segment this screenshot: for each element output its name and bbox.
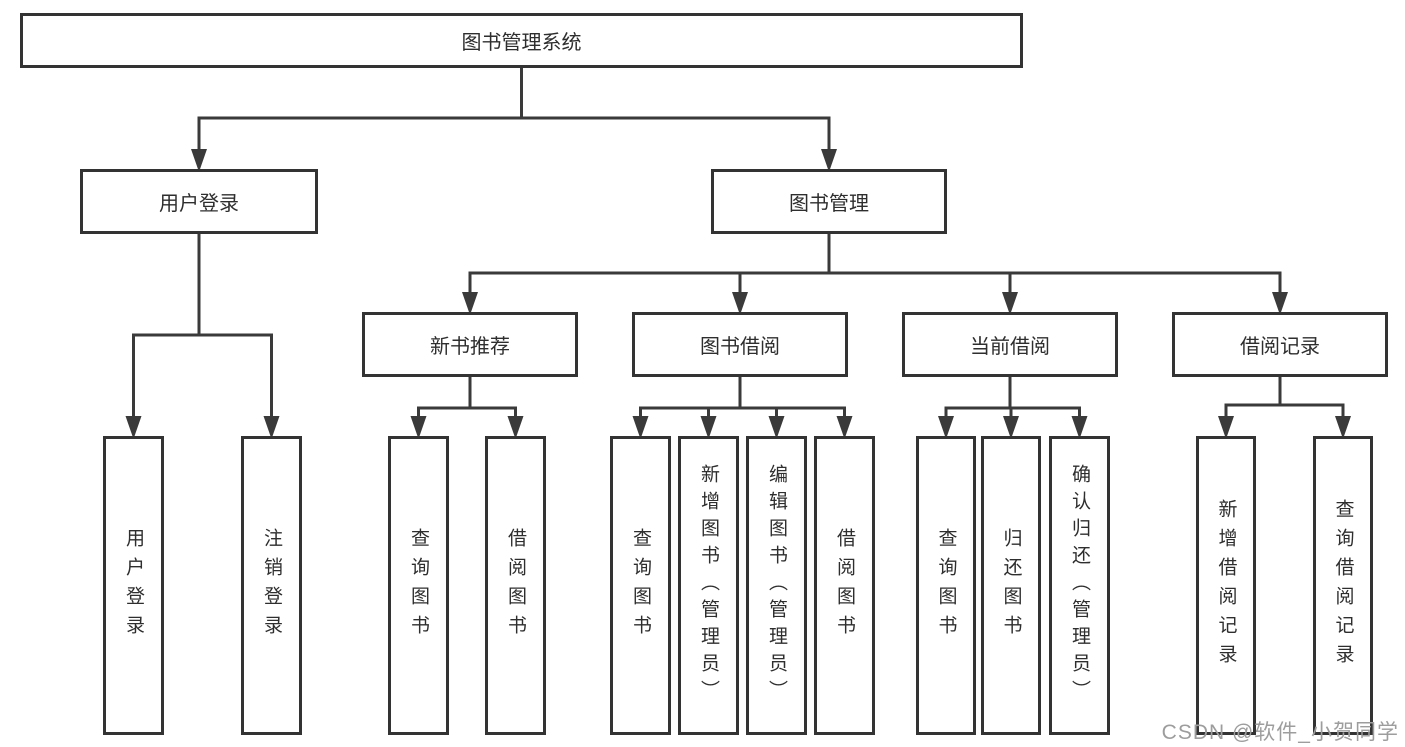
- arrowhead-icon: [732, 292, 748, 315]
- node-label-new-book-rec: 新书推荐: [430, 336, 510, 358]
- node-v-confirm-return: 确认归还（管理员）: [1049, 436, 1110, 735]
- node-label-v-user-login: 用户登录: [123, 527, 144, 644]
- node-v-query-book-3: 查询图书: [916, 436, 976, 735]
- arrowhead-icon: [836, 416, 853, 439]
- arrowhead-icon: [410, 416, 427, 439]
- node-new-book-rec: 新书推荐: [362, 312, 578, 377]
- node-label-v-query-book-3: 查询图书: [935, 527, 957, 644]
- arrowhead-icon: [263, 416, 280, 439]
- arrowhead-icon: [1071, 416, 1088, 439]
- node-current-borrow: 当前借阅: [902, 312, 1118, 377]
- node-v-borrow-book-2: 借阅图书: [814, 436, 875, 735]
- node-v-logout: 注销登录: [241, 436, 302, 735]
- node-label-book-mgmt: 图书管理: [789, 193, 869, 215]
- node-label-v-edit-book: 编辑图书（管理员）: [766, 464, 787, 707]
- arrowhead-icon: [1002, 292, 1018, 315]
- arrowhead-icon: [768, 416, 785, 439]
- node-label-v-borrow-book-2: 借阅图书: [834, 527, 855, 644]
- node-v-edit-book: 编辑图书（管理员）: [746, 436, 807, 735]
- arrowhead-icon: [1272, 292, 1288, 315]
- arrowhead-icon: [1335, 416, 1351, 439]
- node-label-current-borrow: 当前借阅: [970, 336, 1050, 358]
- node-v-return-book: 归还图书: [981, 436, 1041, 735]
- node-label-v-logout: 注销登录: [261, 527, 282, 644]
- node-label-book-borrow: 图书借阅: [700, 336, 780, 358]
- node-book-mgmt: 图书管理: [711, 169, 947, 234]
- node-label-borrow-records: 借阅记录: [1240, 336, 1320, 358]
- node-label-v-add-record: 新增借阅记录: [1215, 498, 1237, 673]
- arrowhead-icon: [632, 416, 649, 439]
- node-label-v-query-book-2: 查询图书: [630, 527, 651, 644]
- arrowhead-icon: [1218, 416, 1234, 439]
- node-user-login: 用户登录: [80, 169, 318, 234]
- node-v-query-book-2: 查询图书: [610, 436, 671, 735]
- node-v-borrow-book-1: 借阅图书: [485, 436, 546, 735]
- node-v-query-book-1: 查询图书: [388, 436, 449, 735]
- arrowhead-icon: [1003, 416, 1019, 439]
- node-label-root: 图书管理系统: [461, 32, 582, 54]
- arrowhead-icon: [507, 416, 524, 439]
- watermark: CSDN @软件_小贺同学: [1161, 721, 1399, 744]
- node-label-v-confirm-return: 确认归还（管理员）: [1069, 464, 1090, 707]
- arrowhead-icon: [462, 292, 478, 315]
- node-label-v-borrow-book-1: 借阅图书: [505, 527, 526, 644]
- arrowhead-icon: [938, 416, 954, 439]
- node-label-user-login: 用户登录: [159, 193, 239, 215]
- arrowhead-icon: [191, 149, 207, 172]
- node-v-add-book: 新增图书（管理员）: [678, 436, 739, 735]
- node-label-v-query-book-1: 查询图书: [408, 527, 429, 644]
- node-label-v-query-record: 查询借阅记录: [1332, 498, 1354, 673]
- node-label-v-add-book: 新增图书（管理员）: [698, 464, 719, 707]
- node-borrow-records: 借阅记录: [1172, 312, 1388, 377]
- arrowhead-icon: [700, 416, 717, 439]
- node-v-add-record: 新增借阅记录: [1196, 436, 1256, 735]
- node-v-user-login: 用户登录: [103, 436, 164, 735]
- arrowhead-icon: [821, 149, 837, 172]
- node-v-query-record: 查询借阅记录: [1313, 436, 1373, 735]
- node-book-borrow: 图书借阅: [632, 312, 848, 377]
- node-root: 图书管理系统: [20, 13, 1023, 68]
- node-label-v-return-book: 归还图书: [1000, 527, 1022, 644]
- arrowhead-icon: [125, 416, 142, 439]
